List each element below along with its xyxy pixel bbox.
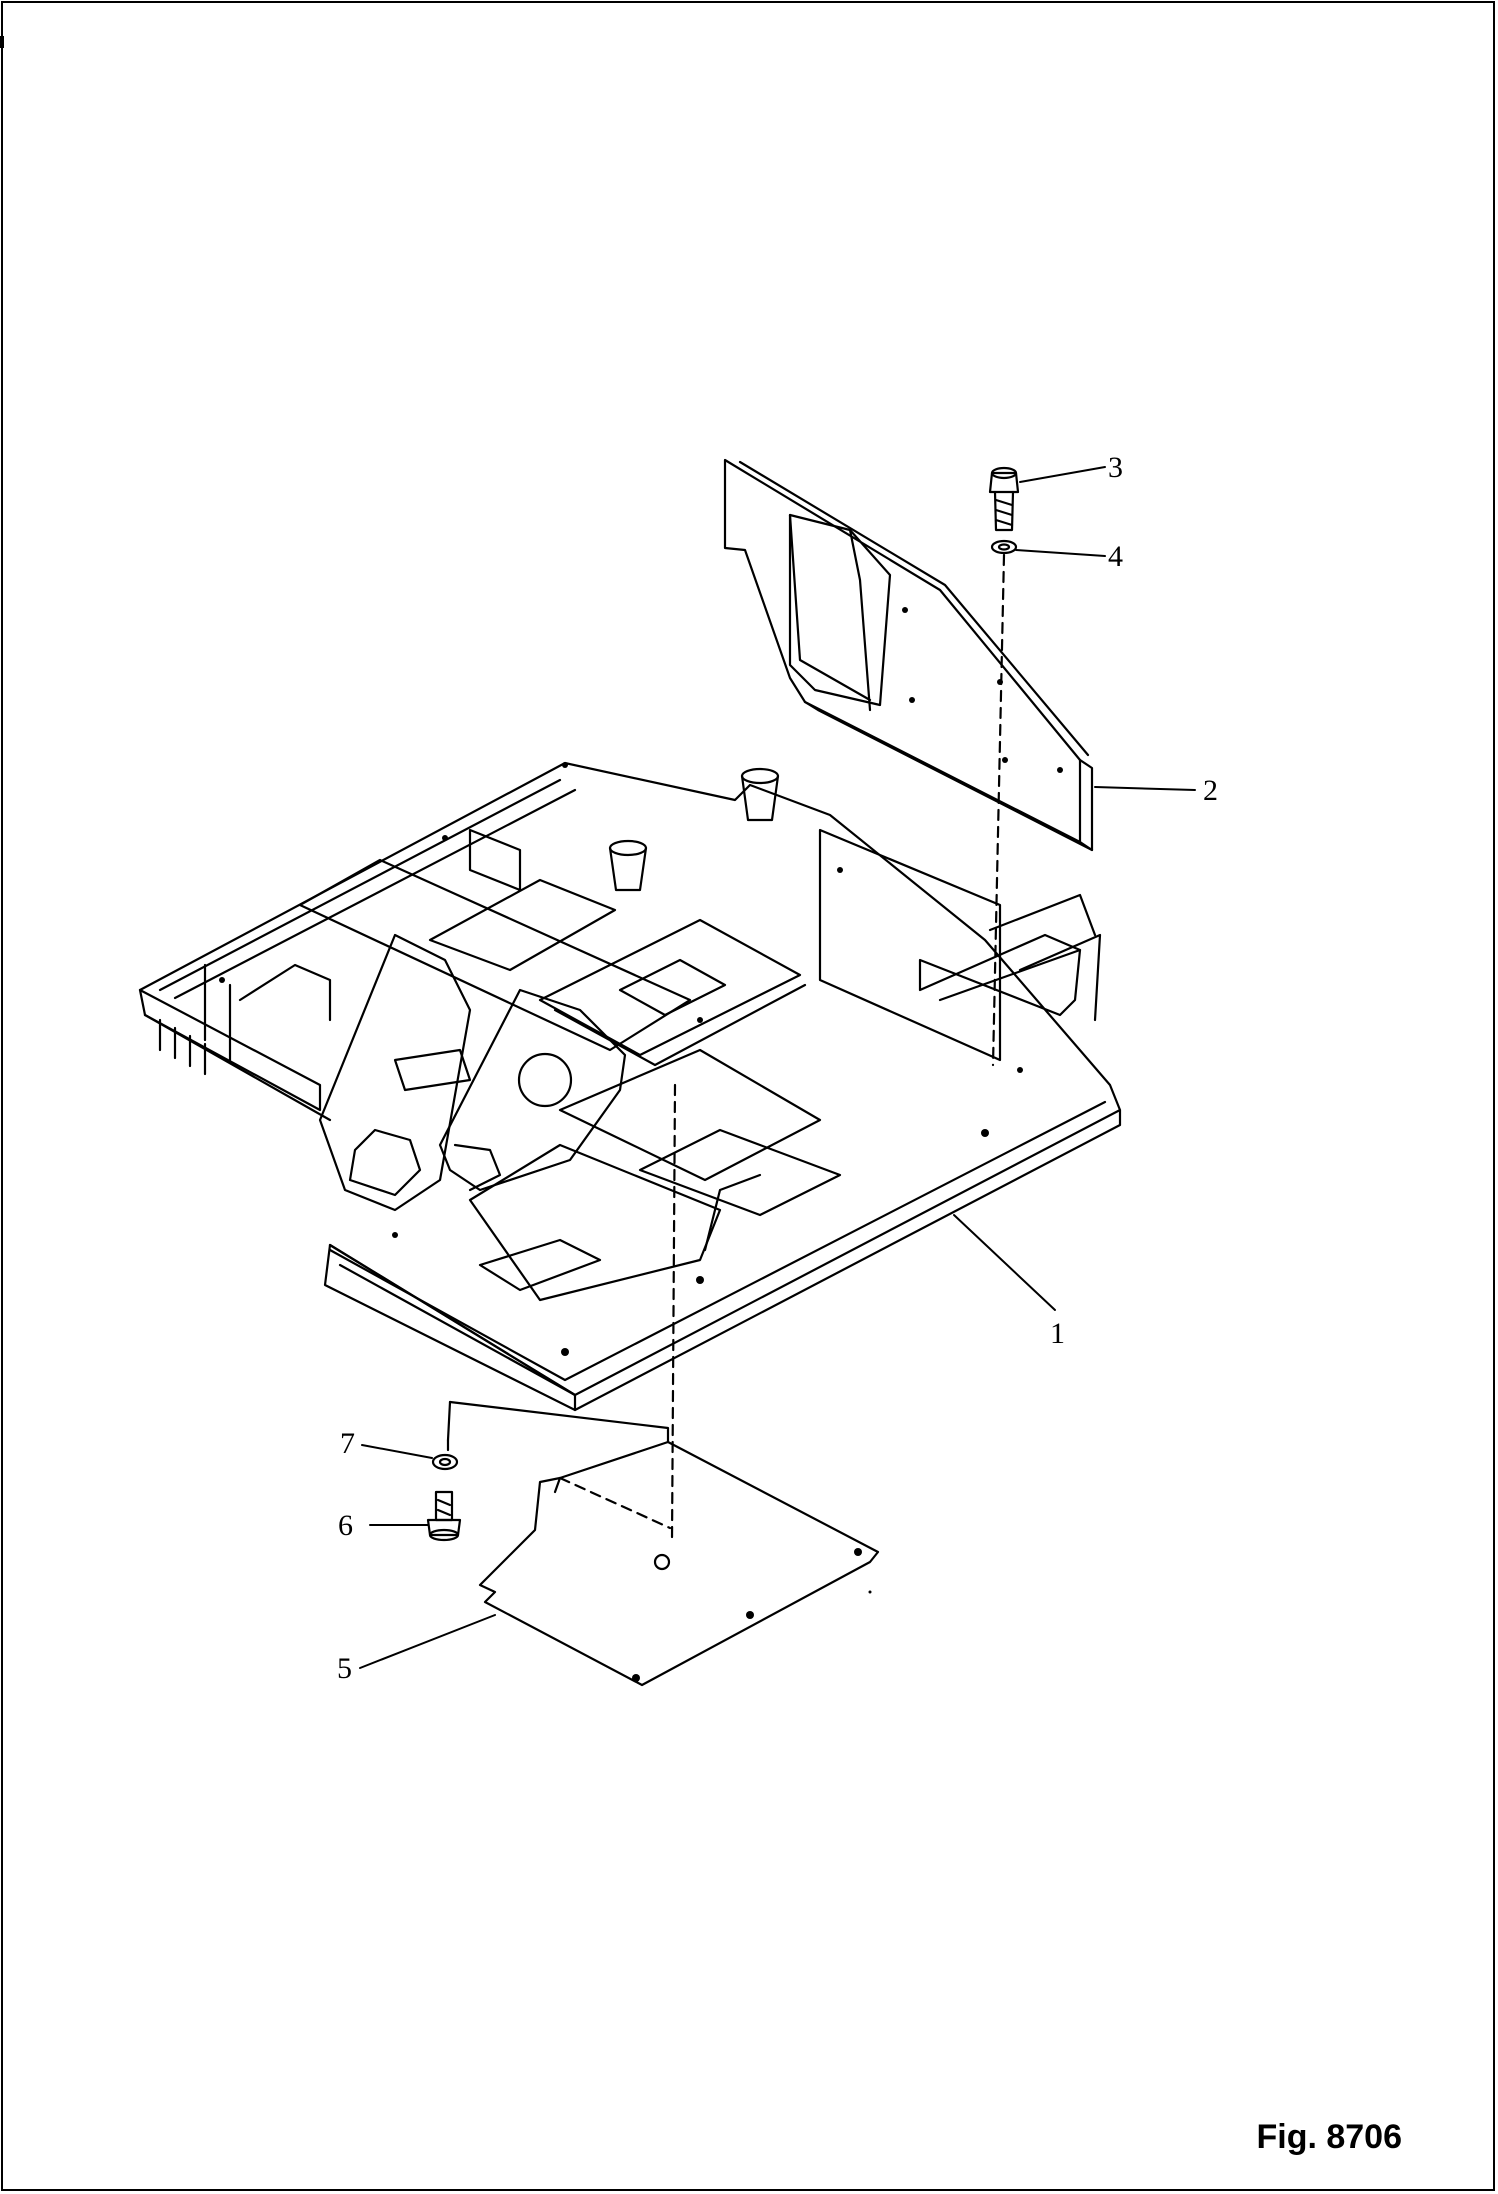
part-7-washer [431, 1453, 459, 1471]
stray-dot [868, 1590, 872, 1594]
part-2-cover-plate [723, 458, 1094, 852]
part-5-under-cover [446, 1400, 880, 1687]
part-6-bolt [426, 1490, 462, 1542]
part-4-washer [990, 539, 1018, 555]
assembly-lines [446, 553, 1006, 1542]
callout-2: 2 [1203, 774, 1218, 807]
figure-label: Fig. 8706 [1256, 2118, 1402, 2156]
callout-1: 1 [1050, 1317, 1065, 1350]
callout-5: 5 [337, 1652, 352, 1685]
callout-3: 3 [1108, 451, 1123, 484]
leader-lines [359, 466, 1196, 1669]
callout-4: 4 [1108, 540, 1123, 573]
callout-7: 7 [340, 1427, 355, 1460]
part-3-bolt [988, 466, 1020, 532]
part-1-revolving-frame [138, 761, 1122, 1412]
corner-mark [0, 36, 4, 48]
callout-6: 6 [338, 1509, 353, 1542]
